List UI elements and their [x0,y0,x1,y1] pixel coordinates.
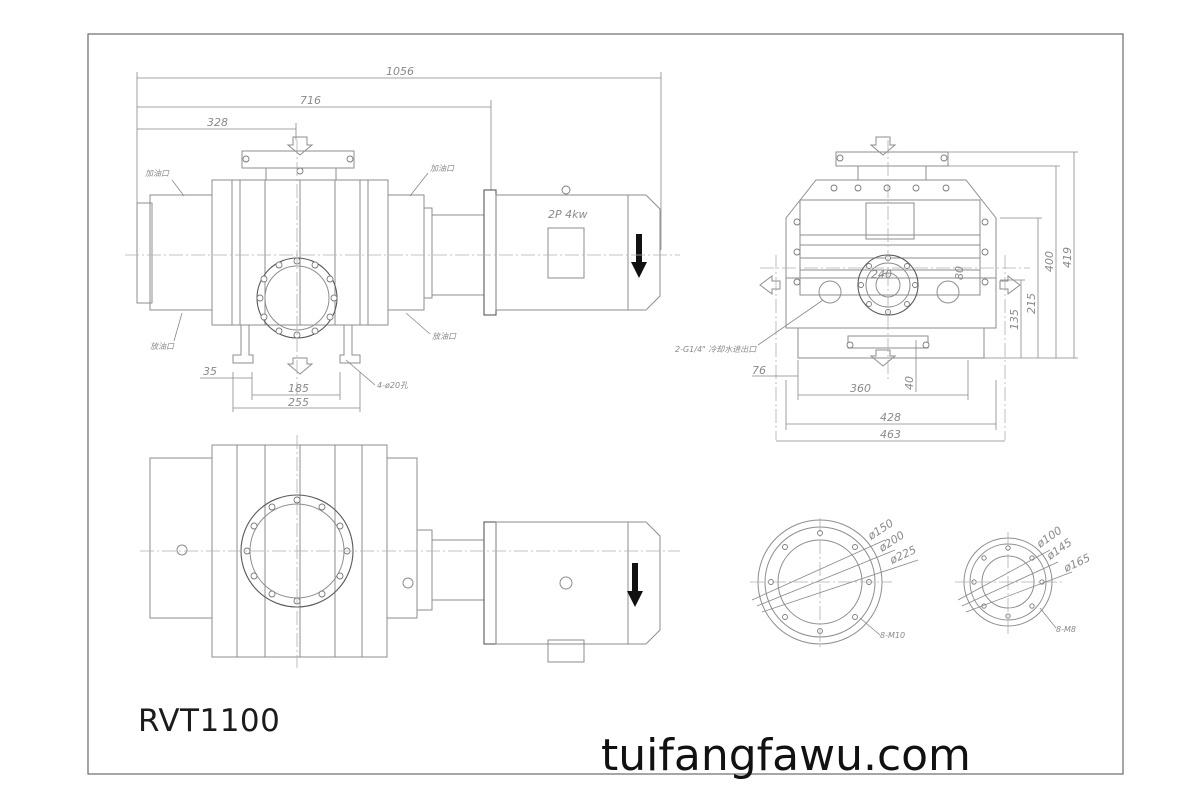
oil-fill-left: 加油口 [145,169,170,178]
rotation-arrow [631,234,647,278]
dim-185: 185 [288,382,309,395]
dim-419: 419 [1061,247,1074,268]
side-view: 1056 716 328 [125,65,680,412]
dim-80: 80 [953,266,966,280]
dim-400: 400 [1043,251,1056,272]
dim-428: 428 [880,411,901,424]
dim-360: 360 [850,382,871,395]
flange-detail-small: ø100 ø145 ø165 8-M8 [955,524,1092,634]
dim-1056: 1056 [386,65,414,78]
drawing-frame [87,33,1124,775]
model-label: RVT1100 [138,703,281,739]
oil-fill-right: 加油口 [430,164,455,173]
rotation-arrow-top [627,563,643,607]
dim-240: 240 [871,268,892,281]
motor-power-label: 2P 4kw [548,208,588,221]
flange-small-d3: ø165 [1061,551,1093,575]
oil-drain-left: 放油口 [150,342,175,351]
flange-detail-large: ø150 ø200 ø225 8-M10 [750,517,918,648]
flange-small-bolts: 8-M8 [1056,625,1076,634]
dim-463: 463 [880,428,901,441]
dim-255: 255 [288,396,309,409]
flange-large-bolts: 8-M10 [880,631,905,640]
oil-drain-right: 放油口 [432,332,457,341]
end-view: 419 400 215 135 240 80 2-G1/4" 冷却水进出口 76… [675,136,1078,442]
dim-135: 135 [1008,309,1021,330]
dim-76: 76 [752,364,766,377]
watermark: tuifangfawu.com [601,730,971,781]
dim-215: 215 [1025,293,1038,314]
dim-35: 35 [203,365,217,378]
dim-328: 328 [207,116,228,129]
cooling-note: 2-G1/4" 冷却水进出口 [675,345,757,354]
holes-note: 4-ø20孔 [377,381,409,390]
dim-40: 40 [903,376,916,390]
dim-716: 716 [300,94,321,107]
top-view [140,435,680,668]
